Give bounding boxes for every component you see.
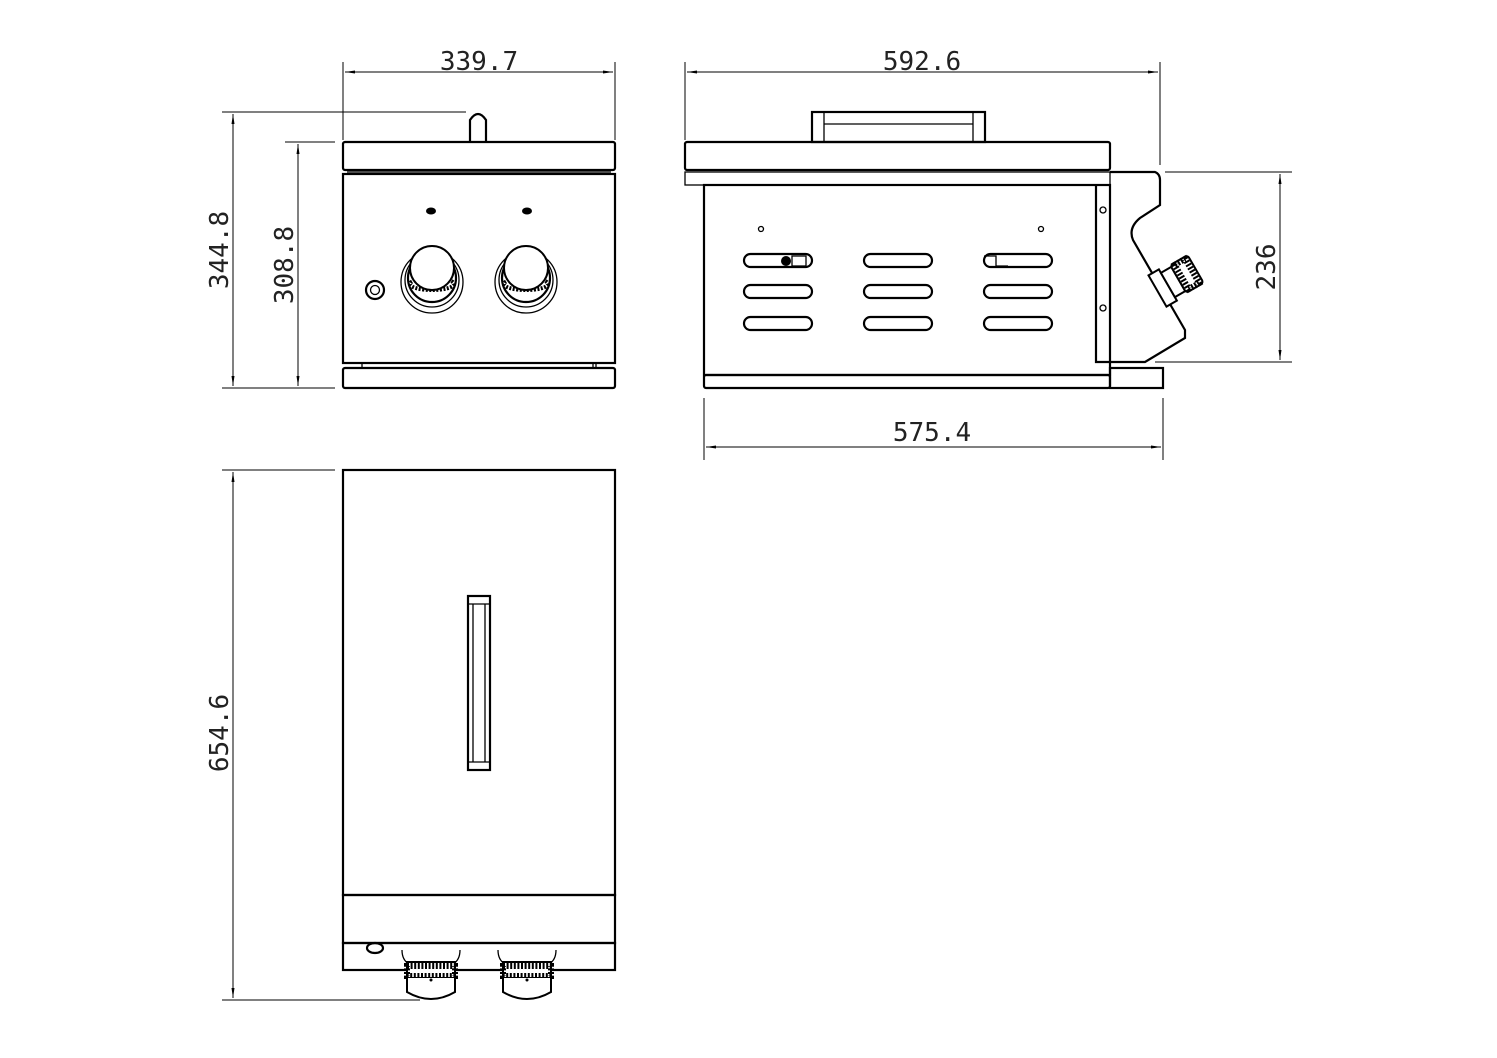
igniter-button [365, 941, 385, 955]
front-panel [341, 172, 617, 365]
top-handle [466, 594, 492, 772]
control-bracket [1110, 170, 1187, 364]
top-dimensions: 654.6 [205, 469, 420, 1001]
front-view [341, 112, 617, 390]
side-lid [683, 140, 1112, 172]
front-base [341, 366, 617, 390]
control-knob [498, 950, 556, 999]
control-knob [399, 244, 465, 315]
side-control-knob [1147, 254, 1204, 308]
indicator-hole [426, 207, 436, 215]
dim-top-depth: 654.6 [205, 694, 235, 772]
indicator-hole [522, 207, 532, 215]
front-dimensions: 339.7 344.8 308.8 [205, 47, 616, 389]
side-base [702, 373, 1112, 390]
dim-bracket-height: 236 [1252, 244, 1282, 291]
dim-side-body-depth: 575.4 [893, 418, 971, 448]
control-knob [402, 950, 460, 999]
igniter-button [364, 279, 386, 301]
dim-side-lid-depth: 592.6 [883, 47, 961, 77]
vent-slots [742, 252, 1054, 332]
dim-front-body-height: 308.8 [270, 226, 300, 304]
dim-front-width: 339.7 [440, 47, 518, 77]
side-dimensions: 592.6 575.4 236 [684, 47, 1292, 460]
dim-front-total-height: 344.8 [205, 211, 235, 289]
front-lid [341, 140, 617, 172]
top-view [341, 468, 617, 999]
lid-handle [810, 110, 987, 144]
control-knob [493, 244, 559, 315]
top-lid [341, 468, 617, 897]
side-body [702, 183, 1112, 377]
front-knob-stem [468, 112, 488, 142]
side-view [683, 110, 1204, 390]
